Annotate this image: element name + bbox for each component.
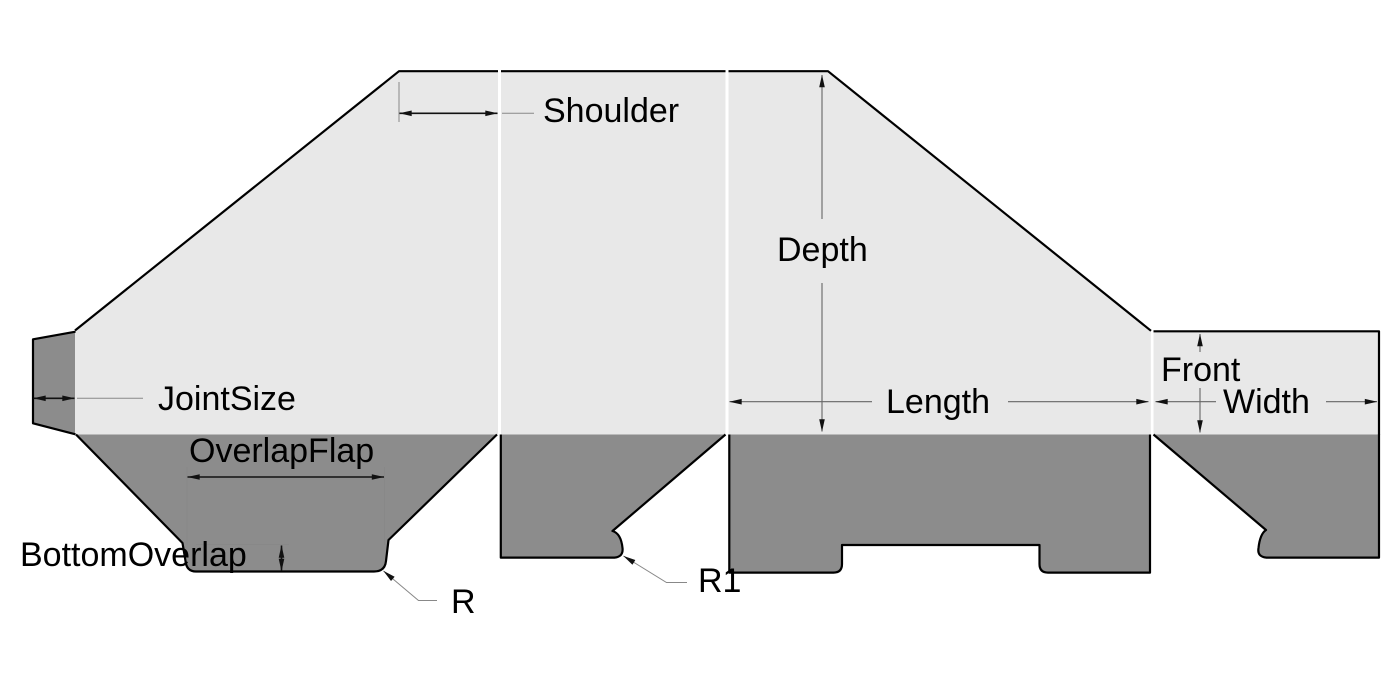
panel-front-outline <box>1153 330 1381 435</box>
radius-r-leader-arrow <box>383 570 437 601</box>
panel-left-outline <box>74 70 498 332</box>
length-label: Length <box>886 383 990 421</box>
flap-2 <box>500 434 726 558</box>
labels: Shoulder Depth JointSize OverlapFlap Bot… <box>20 92 1310 621</box>
radius-r1-leader-arrow <box>623 555 687 583</box>
panel-front <box>1153 331 1379 435</box>
radius-r-label: R <box>451 583 476 621</box>
panel-left <box>75 72 498 435</box>
depth-label: Depth <box>777 231 868 269</box>
panel-middle <box>501 72 726 435</box>
glue-tab-outline <box>31 330 76 436</box>
flap-4-outline <box>1152 433 1381 559</box>
dimensions <box>33 74 1378 601</box>
radius-r1-label: R1 <box>698 562 741 600</box>
panel-main <box>728 72 1151 435</box>
shoulder-label: Shoulder <box>543 92 679 130</box>
flaps-group <box>76 434 1379 573</box>
panel-main-outline <box>728 70 1152 332</box>
flap-2-outline <box>499 433 727 559</box>
cut-outlines <box>31 70 1381 574</box>
front-label: Front <box>1161 351 1241 389</box>
panels-group <box>75 72 1379 435</box>
flap-1-outline <box>75 433 498 573</box>
flap-4 <box>1153 434 1379 558</box>
overlapflap-label: OverlapFlap <box>189 432 374 470</box>
bottomoverlap-label: BottomOverlap <box>20 536 247 574</box>
flap-3 <box>729 434 1150 573</box>
flap-3-outline <box>728 434 1152 574</box>
glue-tab <box>33 331 76 435</box>
jointsize-label: JointSize <box>158 380 296 418</box>
flap-1 <box>76 434 497 572</box>
glue-tab-group <box>33 331 76 435</box>
width-label: Width <box>1223 383 1310 421</box>
